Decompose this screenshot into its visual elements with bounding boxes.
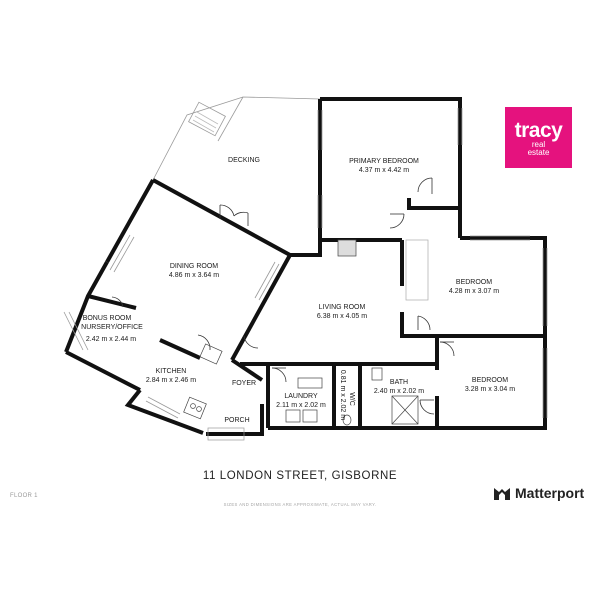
brand-line-1: real [531,140,546,149]
room-labels: DECKING PRIMARY BEDROOM 4.37 m x 4.42 m … [81,157,515,424]
matterport-icon [494,488,510,500]
fixtures [183,239,429,441]
matterport-logo: Matterport [494,484,584,502]
room-primary-bedroom-size: 4.37 m x 4.42 m [359,167,409,174]
floor-label: FLOOR 1 [10,493,38,499]
room-laundry-size: 2.11 m x 2.02 m [276,402,326,409]
room-bath-size: 2.40 m x 2.02 m [374,388,424,395]
room-bonus-size: 2.42 m x 2.44 m [86,336,136,343]
toilet [342,414,352,426]
shower [391,395,419,425]
room-laundry-name: LAUNDRY [284,393,318,400]
room-bonus-name-2: NURSERY/OFFICE [81,324,143,331]
room-primary-bedroom-name: PRIMARY BEDROOM [349,158,419,165]
room-kitchen-name: KITCHEN [156,368,187,375]
decking-outline [152,96,321,181]
room-wc-name: W/C [348,392,355,406]
room-decking-name: DECKING [228,157,260,164]
room-bedroom-3-name: BEDROOM [472,377,508,384]
brand-name: tracy [514,119,563,142]
walls [64,97,547,436]
doors [111,177,455,415]
room-bedroom-2-size: 4.28 m x 3.07 m [449,288,499,295]
fireplace [337,239,357,257]
matterport-text: Matterport [515,485,585,501]
room-foyer-name: FOYER [232,380,256,387]
room-bedroom-3-size: 3.28 m x 3.04 m [465,386,515,393]
room-bedroom-2-name: BEDROOM [456,279,492,286]
room-dining-size: 4.86 m x 3.64 m [169,272,219,279]
brand-logo: tracy real estate [505,107,572,168]
room-living-size: 6.38 m x 4.05 m [317,313,367,320]
room-porch-name: PORCH [224,417,249,424]
brand-line-2: estate [527,148,550,157]
room-bonus-name: BONUS ROOM [83,315,132,322]
room-kitchen-size: 2.84 m x 2.46 m [146,377,196,384]
property-address: 11 LONDON STREET, GISBORNE [202,470,398,482]
windows [63,108,548,419]
room-wc-size: 0.81 m x 2.02 m [339,370,346,420]
room-bath-name: BATH [390,379,408,386]
room-living-name: LIVING ROOM [319,304,366,311]
room-dining-name: DINING ROOM [170,263,218,270]
disclaimer: SIZES AND DIMENSIONS ARE APPROXIMATE, AC… [223,502,377,507]
